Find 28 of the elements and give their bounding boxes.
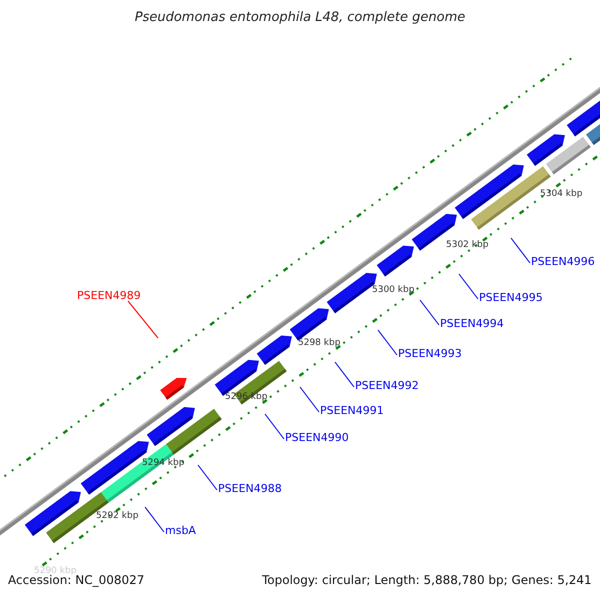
leader-line — [300, 386, 320, 412]
scale-label: 5298 kbp — [298, 338, 340, 348]
gene-label: PSEEN4994 — [440, 317, 504, 330]
gene-label: PSEEN4996 — [531, 255, 595, 268]
accession-text: Accession: NC_008027 — [8, 573, 144, 587]
genome-stats-text: Topology: circular; Length: 5,888,780 bp; Genes: 5,241 — [262, 573, 592, 587]
gene-label: PSEEN4988 — [218, 482, 282, 495]
leader-line — [264, 414, 284, 440]
gene-label: PSEEN4991 — [320, 404, 384, 417]
leader-line — [458, 274, 478, 300]
title: Pseudomonas entomophila L48, complete genome — [134, 10, 466, 25]
gene-label: msbA — [165, 524, 196, 537]
gene-label: PSEEN4993 — [398, 347, 462, 360]
scale-label: 5304 kbp — [540, 189, 582, 199]
gene-label: PSEEN4989 — [77, 289, 141, 302]
scale-label: 5300 kbp — [372, 285, 414, 295]
gene-label: PSEEN4995 — [479, 291, 543, 304]
leader-line — [420, 300, 440, 326]
leader-line — [334, 362, 354, 388]
gene-label: PSEEN4992 — [355, 379, 419, 392]
gene-label: PSEEN4990 — [285, 431, 349, 444]
leader-line — [198, 464, 218, 490]
leader-line — [378, 330, 398, 356]
leader-line — [510, 238, 530, 264]
leader-line — [144, 506, 164, 532]
scale-label: 5302 kbp — [446, 240, 488, 250]
leader-line — [128, 300, 158, 338]
scale-label: 5292 kbp — [96, 511, 138, 521]
